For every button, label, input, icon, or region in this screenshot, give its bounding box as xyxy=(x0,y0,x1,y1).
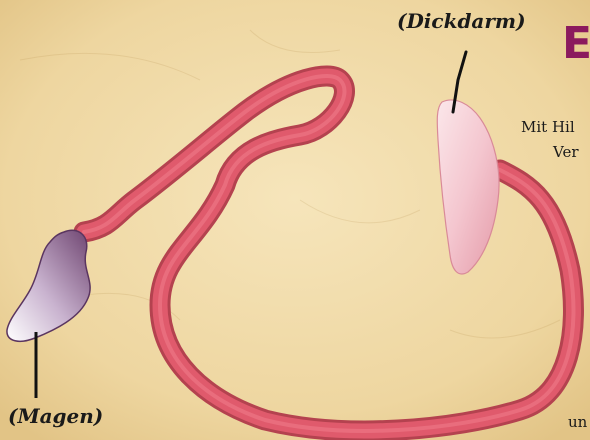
body-text-line: Mit Hil xyxy=(521,118,575,136)
body-text-line: Ver xyxy=(553,143,579,161)
page-title: E xyxy=(562,22,590,66)
dickdarm-label: (Dickdarm) xyxy=(397,9,526,33)
body-text-line: un xyxy=(568,413,587,431)
magen-label: (Magen) xyxy=(8,404,103,428)
